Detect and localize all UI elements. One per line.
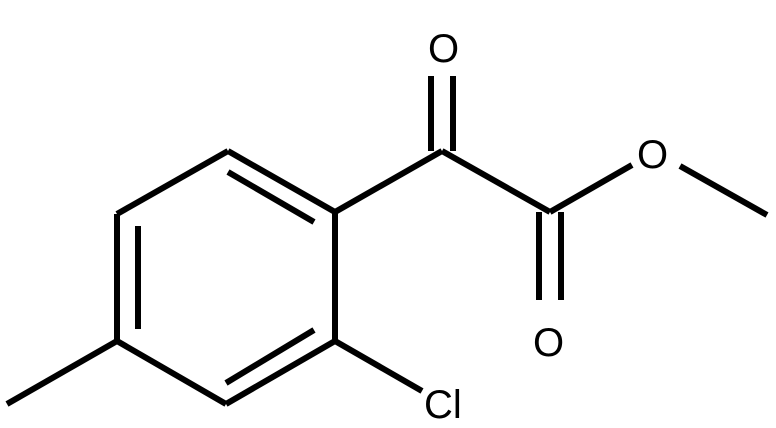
ester-to-ether-oxygen-bond	[548, 162, 634, 215]
oxygen-ether-label: O	[637, 133, 668, 177]
oxygen-carbonyl-label: O	[533, 321, 564, 365]
ketone-to-ester-bond	[440, 148, 552, 215]
ring-bond-c5-c6-inner	[224, 327, 316, 386]
ring-bond-c1-c2-inner	[226, 169, 316, 225]
benzene-ring	[114, 148, 338, 407]
chlorine-bond	[333, 338, 424, 394]
chlorine-label: Cl	[424, 383, 462, 427]
oxygen-ketone-label: O	[428, 27, 459, 71]
methyl-bond	[5, 338, 119, 407]
ether-methyl-bond	[678, 163, 769, 218]
ring-bond-c2-c3	[115, 148, 230, 217]
ring-bond-c5-c6	[224, 338, 337, 407]
ring-bond-c4-c5	[115, 338, 228, 407]
ring-to-ketone-bond	[333, 148, 444, 215]
ring-bond-c1-c2	[226, 148, 337, 215]
